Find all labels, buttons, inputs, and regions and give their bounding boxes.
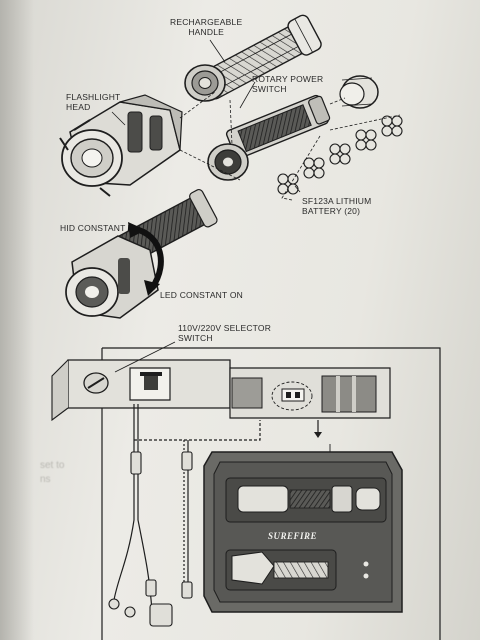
label-hid-constant: HID CONSTANT: [60, 223, 126, 233]
guide-lines: [179, 91, 401, 201]
cable-plugs: [108, 451, 193, 627]
label-battery: SF123A LITHIUM BATTERY (20): [302, 196, 372, 216]
handle-threaded-end: [184, 64, 226, 102]
ghost-text-2: ns: [40, 474, 51, 485]
label-rotary-power-switch: ROTARY POWER SWITCH: [252, 74, 324, 94]
case-brand-logo: SUREFIRE: [268, 531, 318, 541]
label-flashlight-head: FLASHLIGHT HEAD: [66, 92, 121, 112]
selector-panel: [51, 359, 231, 422]
leader-lines: [111, 39, 301, 193]
assembled-flashlight: [65, 188, 218, 319]
rotary-switch-end: [207, 143, 249, 181]
flashlight-head: [59, 94, 183, 197]
rotation-arrow: [127, 222, 164, 296]
label-rechargeable-handle: RECHARGEABLE HANDLE: [170, 17, 243, 37]
spacer-ring: [339, 75, 379, 109]
label-selector-switch: 110V/220V SELECTOR SWITCH: [178, 323, 272, 343]
charger-module: [229, 367, 391, 438]
ghost-text-1: set to: [40, 460, 65, 471]
selector-leader: [114, 341, 176, 373]
carrying-case: [203, 451, 403, 613]
label-led-constant-on: LED CONSTANT ON: [160, 290, 243, 300]
battery-packs: [277, 115, 403, 195]
